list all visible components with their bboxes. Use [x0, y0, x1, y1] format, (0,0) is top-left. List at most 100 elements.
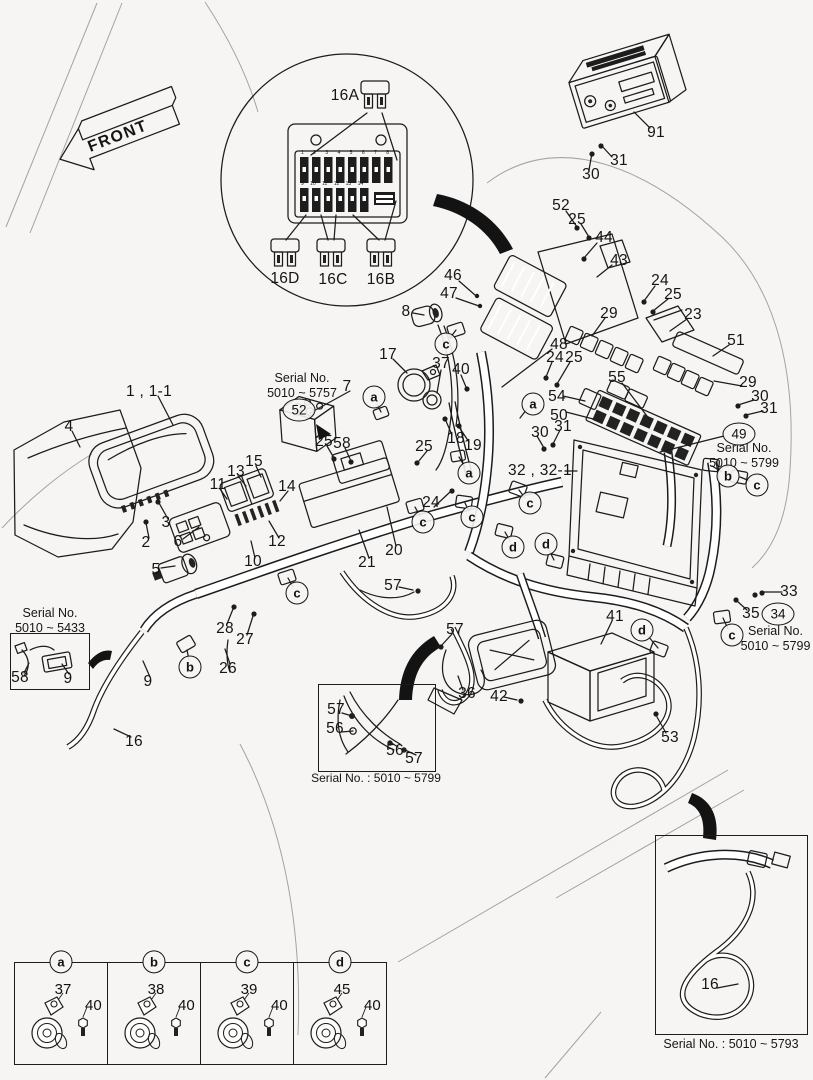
horn-part-number: 37	[54, 981, 72, 998]
horn-cell-a: a 37 40	[15, 950, 108, 1064]
part-label-18: 18	[447, 430, 465, 447]
part-label-54: 54	[548, 388, 566, 405]
part-label-23: 23	[684, 306, 702, 323]
part-label-9: 9	[143, 673, 153, 690]
part-label-27: 27	[236, 631, 254, 648]
part-label-44: 44	[595, 229, 613, 246]
hose-inset-art	[663, 849, 791, 1020]
part-label-28: 28	[216, 620, 234, 637]
connector-ref-a: a	[457, 461, 481, 485]
monitor-panel	[88, 413, 215, 513]
relay-54	[578, 388, 602, 410]
connector-ref-d: d	[630, 618, 654, 642]
part-label-56: 56	[386, 742, 404, 759]
horn-bolt-number: 40	[178, 997, 195, 1014]
part-label-19: 19	[464, 437, 482, 454]
part-label-32-32-1: 32 , 32-1	[508, 462, 572, 479]
cover-41	[547, 632, 655, 722]
part-label-16: 16	[125, 733, 143, 750]
serial-line: Serial No.	[22, 606, 78, 620]
horn-part-number: 45	[333, 981, 351, 998]
fuse-icon	[270, 80, 396, 267]
horn-icon	[124, 992, 181, 1050]
part-label-33: 33	[780, 583, 798, 600]
relay-boxes	[298, 440, 400, 529]
part-label-9: 9	[63, 670, 73, 687]
part-label-20: 20	[385, 542, 403, 559]
serial-note-clamp: Serial No. 5010 ~ 5799	[733, 624, 813, 654]
part-label-31: 31	[610, 152, 628, 169]
part-label-51: 51	[727, 332, 745, 349]
part-label-2: 2	[141, 534, 151, 551]
part-label-29: 29	[739, 374, 757, 391]
radio-unit	[568, 33, 687, 129]
part-label-25: 25	[565, 349, 583, 366]
cab-outline	[1, 1, 792, 1079]
left-inset-art	[14, 641, 73, 677]
horn-bolt-number: 40	[364, 997, 381, 1014]
fuse-strip-49-50	[585, 389, 702, 466]
horn-icon	[310, 992, 367, 1050]
connector-ref-c: c	[434, 332, 458, 356]
fuse-slot-numbers-bottom: 9 10 11 12 13 14	[301, 181, 364, 187]
connector-ref-c: c	[285, 581, 309, 605]
part-label-58: 58	[11, 669, 29, 686]
part-label-50: 50	[550, 407, 568, 424]
part-label-52: 52	[552, 197, 570, 214]
part-label-7: 7	[342, 378, 352, 395]
serial-line: 5010 ~ 5799	[709, 455, 779, 470]
leader-lines	[23, 111, 783, 989]
part-label-31: 31	[554, 418, 572, 435]
horn-ref-d: d	[328, 950, 352, 974]
horn-ref-a: a	[49, 950, 73, 974]
part-label-29: 29	[600, 305, 618, 322]
part-label-57: 57	[405, 750, 423, 767]
serial-line: Serial No.	[274, 371, 330, 385]
part-label-16: 16	[701, 976, 719, 993]
part-label-53: 53	[661, 729, 679, 746]
left-serial-inset-box	[10, 633, 90, 690]
part-label-3: 3	[161, 514, 171, 531]
part-label-25: 25	[664, 286, 682, 303]
connector-8	[410, 303, 443, 328]
serial-line: Serial No. : 5010 ~ 5799	[311, 771, 441, 785]
part-label-25: 25	[568, 211, 586, 228]
part-label-56: 56	[326, 720, 344, 737]
fuse-box-inset	[220, 53, 474, 307]
connector-ref-c: c	[745, 473, 769, 497]
connector-ref-c: c	[411, 510, 435, 534]
serial-badge-49: 49	[722, 422, 756, 446]
part-label-1-1-1: 1 , 1-1	[125, 383, 173, 400]
part-label-25: 25	[415, 438, 433, 455]
part-label-30: 30	[531, 424, 549, 441]
part-label-35: 35	[742, 605, 760, 622]
part-label-5: 5	[151, 561, 161, 578]
cab-fusebox-bracket	[480, 233, 639, 360]
horn-bolt-number: 40	[85, 997, 102, 1014]
connector-ref-c: c	[720, 623, 744, 647]
switch-5	[152, 553, 198, 584]
part-label-12: 12	[268, 533, 286, 550]
front-arrow	[59, 85, 181, 171]
part-label-26: 26	[219, 660, 237, 677]
part-label-58: 58	[333, 435, 351, 452]
part-label-16A: 16A	[330, 87, 360, 104]
part-label-21: 21	[358, 554, 376, 571]
bracket-inset-box	[318, 684, 436, 772]
part-label-15: 15	[245, 453, 263, 470]
part-label-10: 10	[244, 553, 262, 570]
part-label-14: 14	[278, 478, 296, 495]
horn-bolt-number: 40	[271, 997, 288, 1014]
horn-cell-c: c 39 40	[201, 950, 294, 1064]
part-label-24: 24	[422, 494, 440, 511]
serial-note-relay: Serial No. 5010 ~ 5799	[698, 441, 790, 471]
part-label-4: 4	[64, 418, 74, 435]
part-label-6: 6	[173, 533, 183, 550]
part-label-30: 30	[582, 166, 600, 183]
part-label-16D: 16D	[270, 270, 300, 287]
horn-ref-b: b	[142, 950, 166, 974]
part-label-24: 24	[546, 349, 564, 366]
relay-bank-right	[652, 355, 714, 397]
